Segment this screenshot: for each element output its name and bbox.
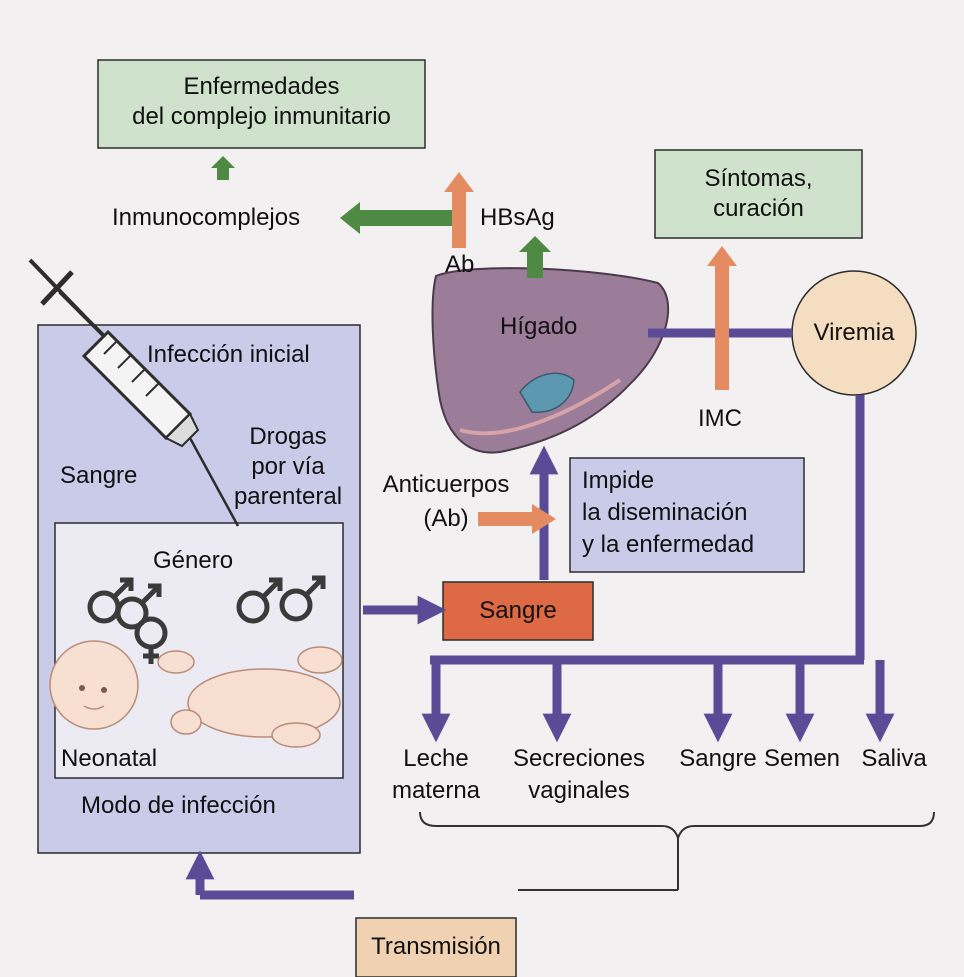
vaginal-line2: vaginales [497, 776, 661, 806]
liver-label: Hígado [500, 312, 577, 342]
prevents-line3: y la enfermedad [582, 530, 754, 560]
transmission-label: Transmisión [356, 932, 516, 962]
prevents-line2: la diseminación [582, 498, 747, 528]
drugs-line1: Drogas [222, 422, 354, 452]
vaginal-line1: Secreciones [497, 744, 661, 774]
drugs-line2: por vía [222, 452, 354, 482]
prevents-line1: Impide [582, 466, 654, 496]
initial-infection-label: Infección inicial [147, 340, 310, 370]
immune-disease-title-line1: Enfermedades [98, 72, 425, 102]
saliva-label: Saliva [846, 744, 942, 774]
outputs-brace [420, 812, 934, 838]
symptoms-line1: Síntomas, [655, 164, 862, 194]
immune-disease-title-line2: del complejo inmunitario [98, 102, 425, 132]
neonatal-label: Neonatal [61, 744, 157, 774]
ab-short-label: Ab [445, 250, 474, 280]
milk-line1: Leche [388, 744, 484, 774]
milk-line2: materna [384, 776, 488, 806]
viremia-label: Viremia [792, 318, 916, 348]
antibodies-line1: Anticuerpos [366, 470, 526, 500]
gender-label: Género [153, 546, 233, 576]
liver-icon [433, 268, 669, 452]
infection-mode-label: Modo de infección [81, 791, 276, 821]
hbsag-label: HBsAg [480, 203, 555, 233]
antibodies-line2: (Ab) [366, 504, 526, 534]
symptoms-line2: curación [655, 194, 862, 224]
blood-center-label: Sangre [443, 596, 593, 626]
immunocomplexes-label: Inmunocomplejos [112, 203, 300, 233]
blood-left-label: Sangre [60, 461, 137, 491]
imc-label: IMC [698, 404, 742, 434]
semen-label: Semen [754, 744, 850, 774]
drugs-line3: parenteral [222, 482, 354, 512]
blood-out-label: Sangre [668, 744, 768, 774]
